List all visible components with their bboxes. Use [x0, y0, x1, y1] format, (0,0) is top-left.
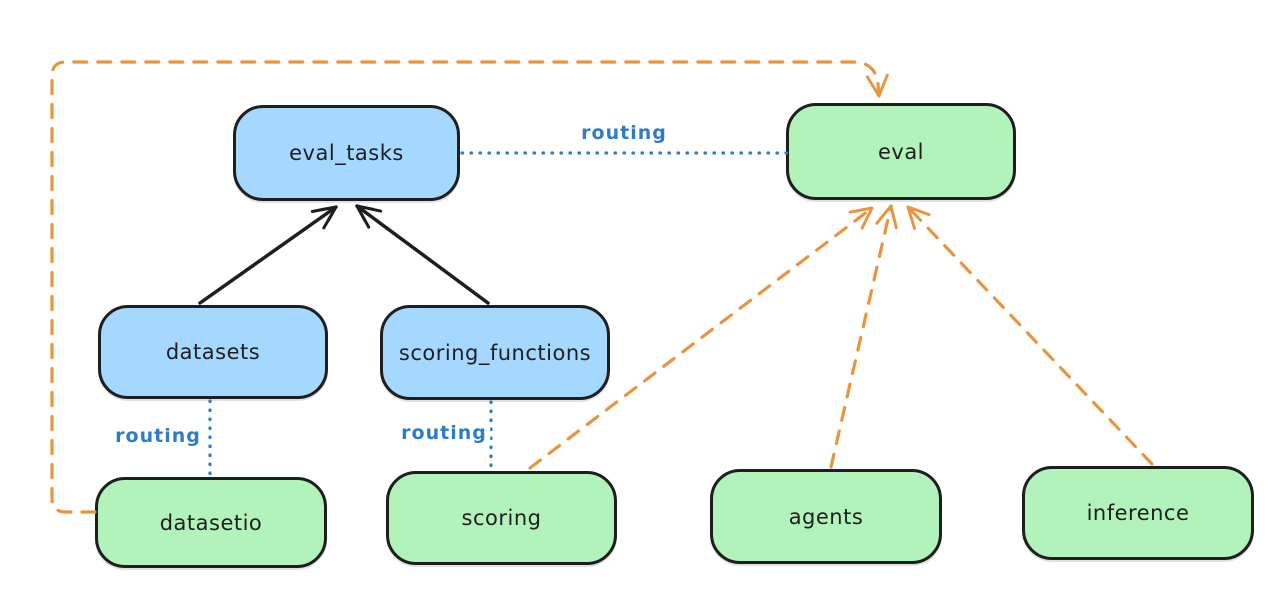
node-inference: inference — [1022, 466, 1254, 560]
node-label: agents — [788, 504, 864, 529]
edge-datasets-to-eval-tasks — [198, 205, 338, 305]
edge-agents-to-eval — [829, 204, 898, 469]
edge-label-routing: routing — [578, 122, 670, 144]
node-label: eval_tasks — [289, 141, 404, 165]
node-scoring: scoring — [386, 471, 617, 565]
node-agents: agents — [710, 469, 942, 564]
node-scoring-functions: scoring_functions — [380, 305, 610, 400]
node-label: scoring_functions — [398, 340, 592, 365]
node-label: datasetio — [159, 510, 263, 535]
node-label: scoring — [461, 506, 542, 530]
node-label: datasets — [165, 340, 261, 364]
edge-inference-to-eval — [906, 205, 1154, 466]
node-eval-tasks: eval_tasks — [233, 105, 460, 201]
node-datasets: datasets — [98, 305, 328, 399]
node-label: inference — [1086, 501, 1190, 525]
node-datasetio: datasetio — [95, 477, 327, 568]
edge-label-routing: routing — [112, 425, 204, 447]
node-eval: eval — [786, 103, 1016, 200]
edge-label-routing: routing — [398, 422, 490, 444]
node-label: eval — [877, 139, 925, 164]
edge-scoring-functions-to-eval-tasks — [355, 204, 490, 305]
